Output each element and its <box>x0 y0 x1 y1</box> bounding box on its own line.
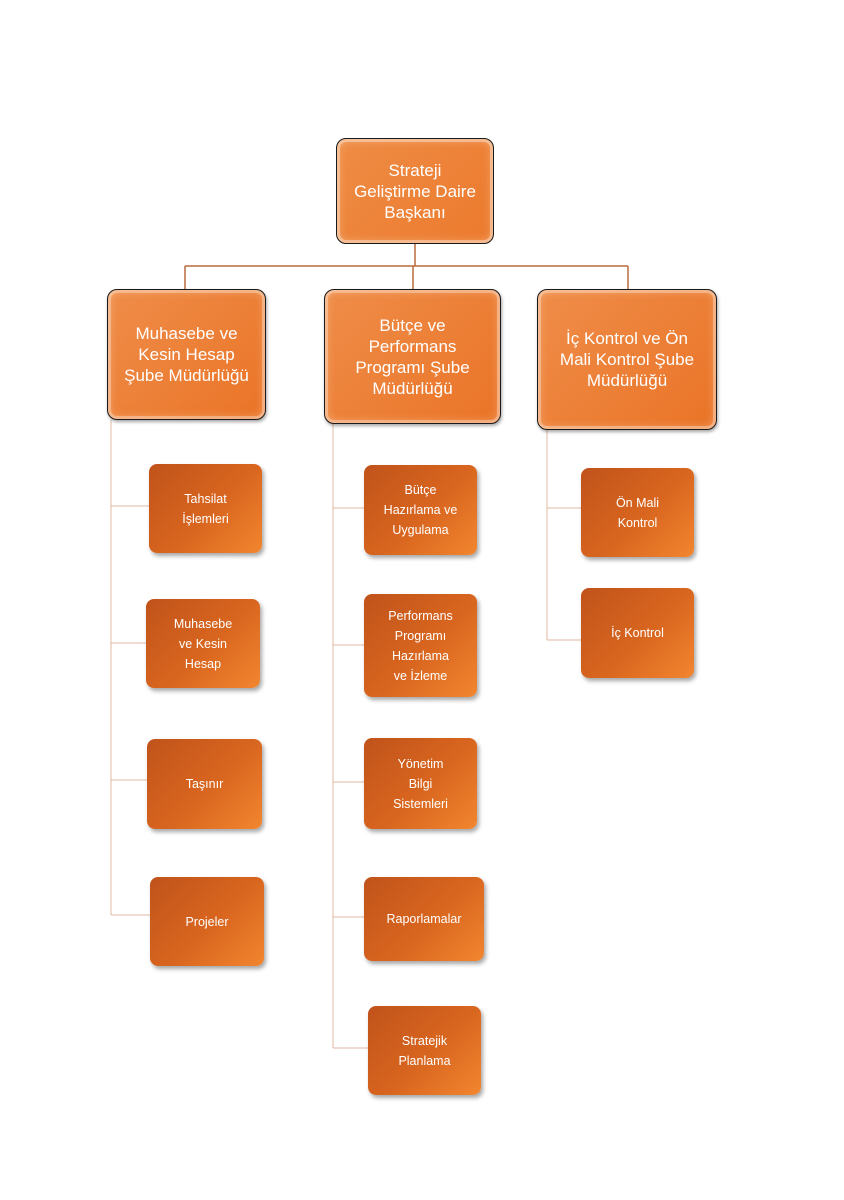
leaf-label: Taşınır <box>185 777 224 791</box>
branch-label: İç Kontrol ve Ön Mali Kontrol Şube Müdür… <box>559 329 695 390</box>
leaf-tasinir: Taşınır <box>147 739 262 829</box>
leaf-muhasebe-kesin-hesap: Muhasebe ve Kesin Hesap <box>146 599 260 688</box>
org-root-box: Strateji Geliştirme Daire Başkanı <box>336 138 494 244</box>
branch-box-ic-kontrol: İç Kontrol ve Ön Mali Kontrol Şube Müdür… <box>537 289 717 430</box>
branch-box-muhasebe: Muhasebe ve Kesin Hesap Şube Müdürlüğü <box>107 289 266 420</box>
leaf-label: Projeler <box>185 914 229 929</box>
leaf-tahsilat: Tahsilat İşlemleri <box>149 464 262 553</box>
leaf-label: İç Kontrol <box>611 626 664 640</box>
leaf-stratejik-planlama: Stratejik Planlama <box>368 1006 481 1095</box>
leaf-label: Raporlamalar <box>386 912 462 926</box>
leaf-label: Stratejik Planlama <box>398 1033 451 1068</box>
leaf-label: Bütçe Hazırlama ve Uygulama <box>383 483 458 537</box>
leaf-on-mali-kontrol: Ön Mali Kontrol <box>581 468 694 557</box>
leaf-projeler: Projeler <box>150 877 264 966</box>
leaf-yonetim-bilgi: Yönetim Bilgi Sistemleri <box>364 738 477 829</box>
leaf-performans-programi: Performans Programı Hazırlama ve İzleme <box>364 594 477 697</box>
branch-label: Bütçe ve Performans Programı Şube Müdürl… <box>355 315 470 398</box>
org-root-label: Strateji Geliştirme Daire Başkanı <box>354 160 476 222</box>
branch-box-butce: Bütçe ve Performans Programı Şube Müdürl… <box>324 289 501 424</box>
leaf-butce-hazirlama: Bütçe Hazırlama ve Uygulama <box>364 465 477 555</box>
branch-label: Muhasebe ve Kesin Hesap Şube Müdürlüğü <box>124 324 249 385</box>
leaf-label: Ön Mali Kontrol <box>615 495 660 530</box>
leaf-label: Performans Programı Hazırlama ve İzleme <box>388 608 453 683</box>
leaf-label: Tahsilat İşlemleri <box>182 491 229 526</box>
leaf-ic-kontrol: İç Kontrol <box>581 588 694 678</box>
leaf-raporlamalar: Raporlamalar <box>364 877 484 961</box>
leaf-label: Muhasebe ve Kesin Hesap <box>173 616 233 671</box>
leaf-label: Yönetim Bilgi Sistemleri <box>393 756 448 811</box>
